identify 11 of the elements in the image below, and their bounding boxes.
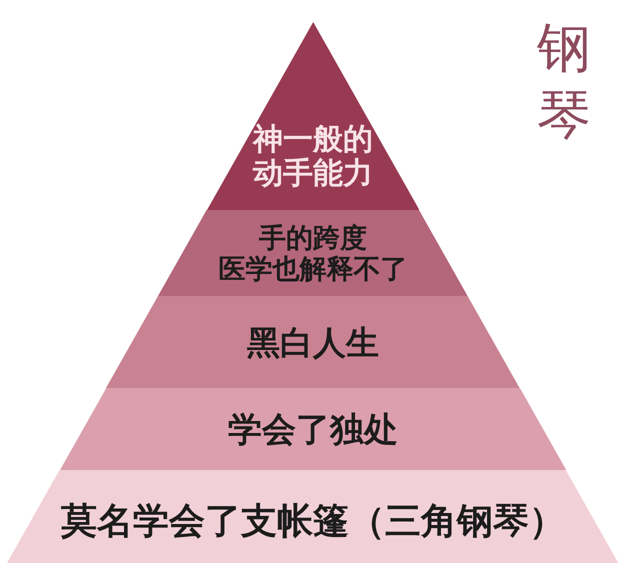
pyramid-tier [106, 296, 520, 388]
pyramid-tier [7, 470, 619, 563]
title: 钢琴 [537, 15, 591, 148]
pyramid-tier [60, 388, 566, 470]
tier-label: 神一般的动手能力 [251, 122, 374, 192]
pyramid-tier [158, 210, 468, 296]
tier-label: 手的跨度医学也解释不了 [218, 223, 409, 286]
tier-label: 莫名学会了支帐篷（三角钢琴） [60, 500, 565, 542]
tier-label: 学会了独处 [228, 410, 398, 450]
pyramid-apex [206, 22, 420, 210]
tier-label: 黑白人生 [246, 324, 379, 362]
